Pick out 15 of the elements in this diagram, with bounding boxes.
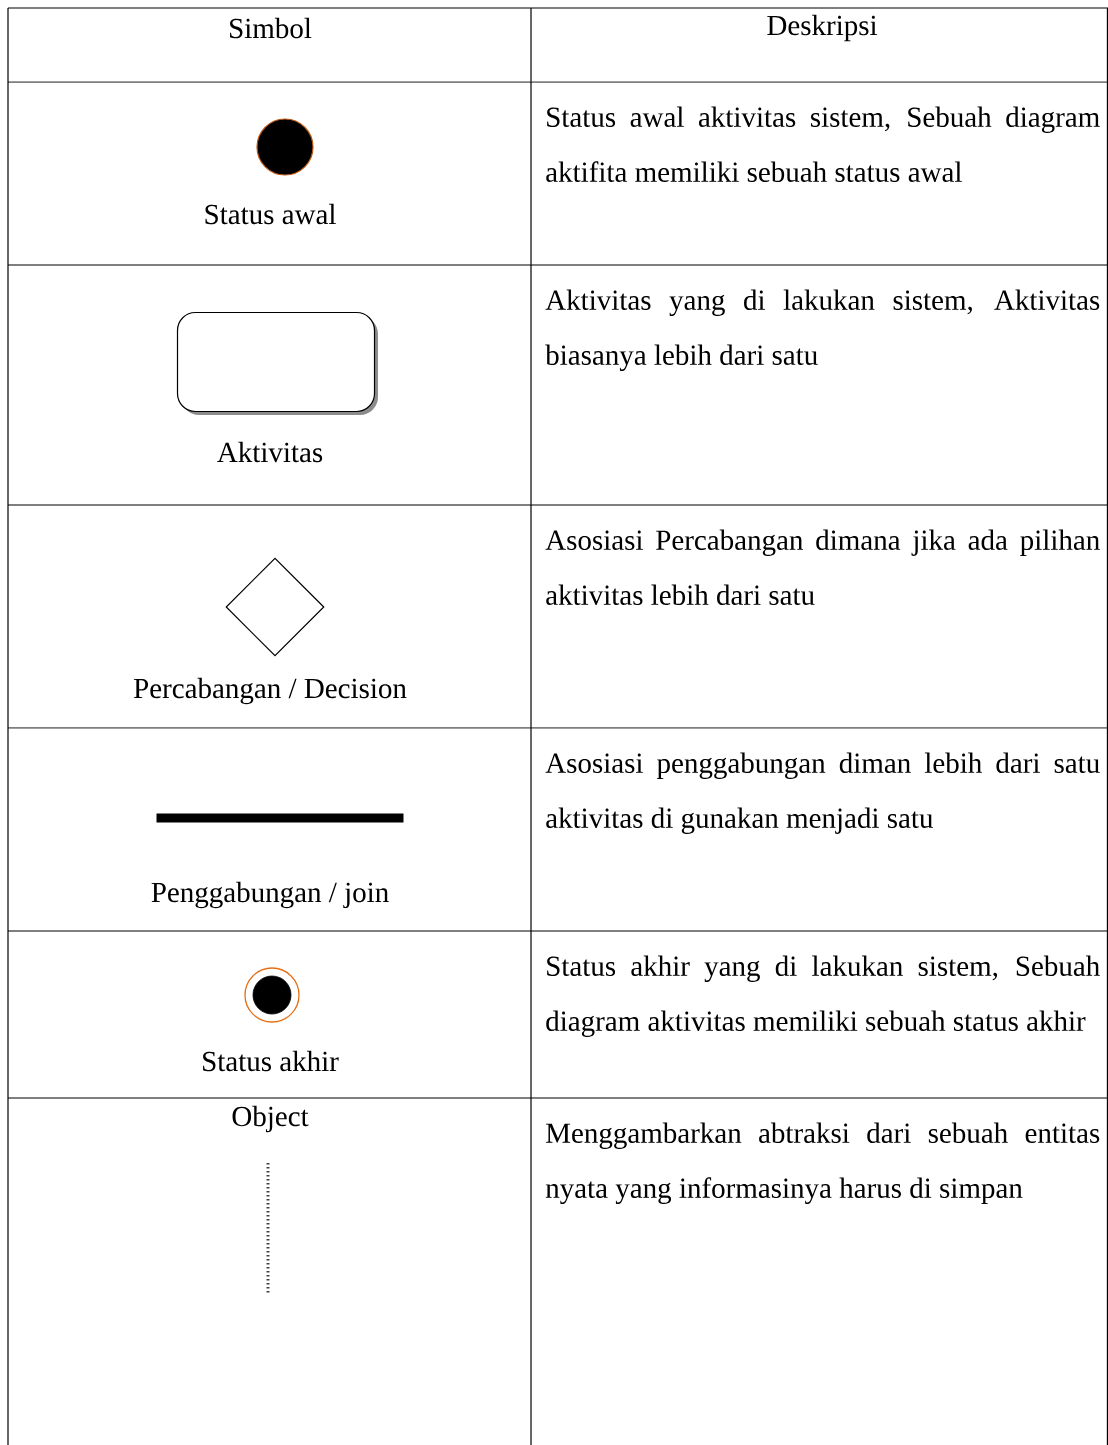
symbol-name: Status awal — [205, 203, 336, 225]
description-text: Asosiasi Percabangan dimana jika ada pilihan aktivitas lebih dari satu — [545, 529, 1100, 605]
description-text: Status akhir yang di lakukan sistem, Sebuah diagram aktivitas memiliki sebuah status akhir — [546, 955, 1100, 1037]
join-bar-symbol — [156, 813, 404, 823]
symbol-name: Penggabungan / join — [151, 881, 389, 909]
description-text: Menggambarkan abtraksi dari sebuah entitas nyata yang informasinya harus di simpan — [545, 1122, 1100, 1204]
column-header: Deskripsi — [767, 14, 878, 42]
start-state-symbol — [256, 118, 314, 176]
object-lifeline-symbol — [266, 1163, 270, 1295]
description-text: Aktivitas yang di lakukan sistem, Aktivitas biasanya lebih dari satu — [545, 289, 1100, 371]
decision-symbol — [225, 557, 325, 657]
description-text: Asosiasi penggabungan diman lebih dari satu aktivitas di gunakan menjadi satu — [545, 752, 1100, 834]
activity-symbol — [176, 311, 378, 415]
final-state-symbol — [244, 967, 300, 1023]
description-text: Status awal aktivitas sistem, Sebuah diagram aktifita memiliki sebuah status awal — [546, 106, 1100, 182]
